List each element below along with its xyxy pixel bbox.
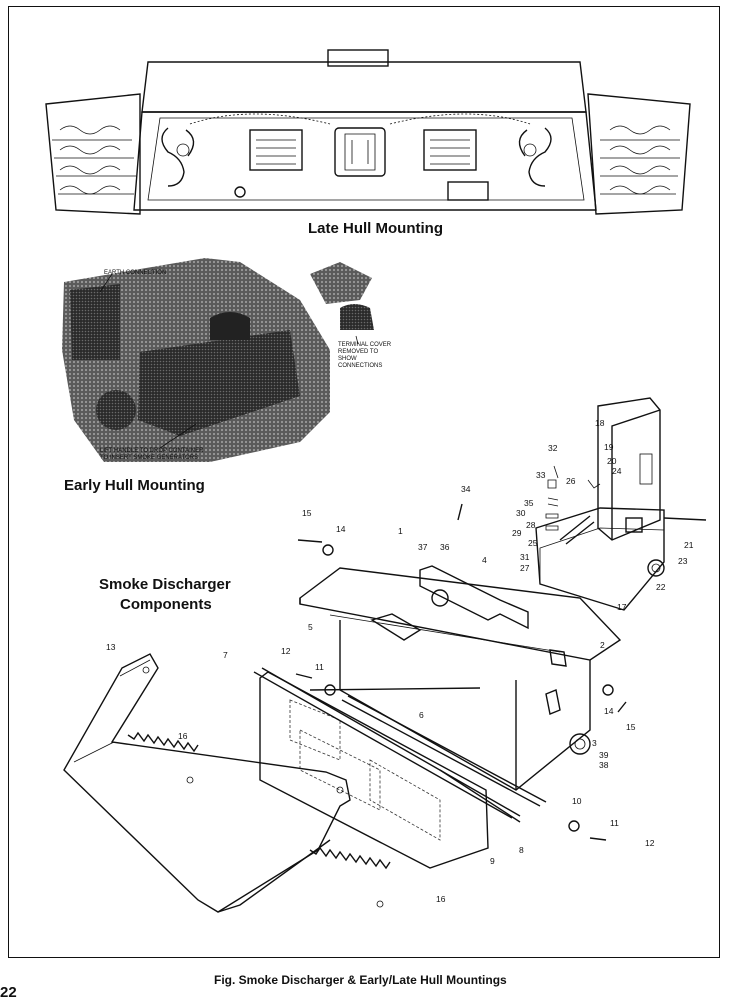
part-number-label: 25	[528, 538, 538, 548]
part-number-label: 33	[536, 470, 546, 480]
part-number-label: 17	[617, 602, 627, 612]
part-number-label: 23	[678, 556, 688, 566]
part-number-label: 35	[524, 498, 534, 508]
part-number-label: 9	[490, 856, 495, 866]
early-hull-mounting-heading: Early Hull Mounting	[64, 477, 205, 494]
earth-connection-annotation: EARTH CONNECTION	[104, 270, 167, 276]
part-number-label: 36	[440, 542, 450, 552]
part-number-label: 34	[461, 484, 471, 494]
components-heading-line2: Components	[120, 596, 212, 613]
part-number-label: 15	[626, 722, 636, 732]
part-number-label: 26	[566, 476, 576, 486]
part-number-label: 22	[656, 582, 666, 592]
part-number-label: 3	[592, 738, 597, 748]
part-number-label: 18	[595, 418, 605, 428]
part-number-label: 27	[520, 563, 530, 573]
part-number-label: 13	[106, 642, 116, 652]
part-number-label: 30	[516, 508, 526, 518]
part-number-label: 21	[684, 540, 694, 550]
part-number-label: 14	[604, 706, 614, 716]
part-number-label: 10	[572, 796, 582, 806]
part-number-label: 28	[526, 520, 536, 530]
part-number-label: 4	[482, 555, 487, 565]
part-number-label: 1	[398, 526, 403, 536]
part-number-label: 11	[610, 818, 619, 828]
part-number-label: 16	[178, 731, 188, 741]
part-number-label: 38	[599, 760, 609, 770]
part-number-label: 15	[302, 508, 312, 518]
part-number-label: 19	[604, 442, 614, 452]
part-number-label: 31	[520, 552, 530, 562]
part-number-label: 6	[419, 710, 424, 720]
part-number-label: 8	[519, 845, 524, 855]
part-number-label: 20	[607, 456, 617, 466]
part-number-label: 2	[600, 640, 605, 650]
lift-handle-annotation: LIFT HANDLE TO DROP CONTAINER TO INSERT …	[100, 448, 204, 461]
part-number-label: 39	[599, 750, 609, 760]
part-number-label: 14	[336, 524, 346, 534]
part-number-label: 32	[548, 443, 558, 453]
late-hull-mounting-heading: Late Hull Mounting	[308, 220, 443, 237]
part-number-label: 7	[223, 650, 228, 660]
figure-caption: Fig. Smoke Discharger & Early/Late Hull …	[214, 973, 507, 987]
part-number-label: 16	[436, 894, 446, 904]
part-number-label: 12	[645, 838, 655, 848]
part-number-label: 37	[418, 542, 428, 552]
page-border	[8, 6, 720, 958]
part-number-label: 29	[512, 528, 522, 538]
part-number-label: 12	[281, 646, 291, 656]
components-heading-line1: Smoke Discharger	[99, 576, 231, 593]
part-number-label: 24	[612, 466, 622, 476]
part-number-label: 11	[315, 662, 324, 672]
page-number: 22	[0, 984, 17, 1001]
terminal-cover-annotation: TERMINAL COVER REMOVED TO SHOW CONNECTIO…	[338, 342, 392, 369]
part-number-label: 5	[308, 622, 313, 632]
